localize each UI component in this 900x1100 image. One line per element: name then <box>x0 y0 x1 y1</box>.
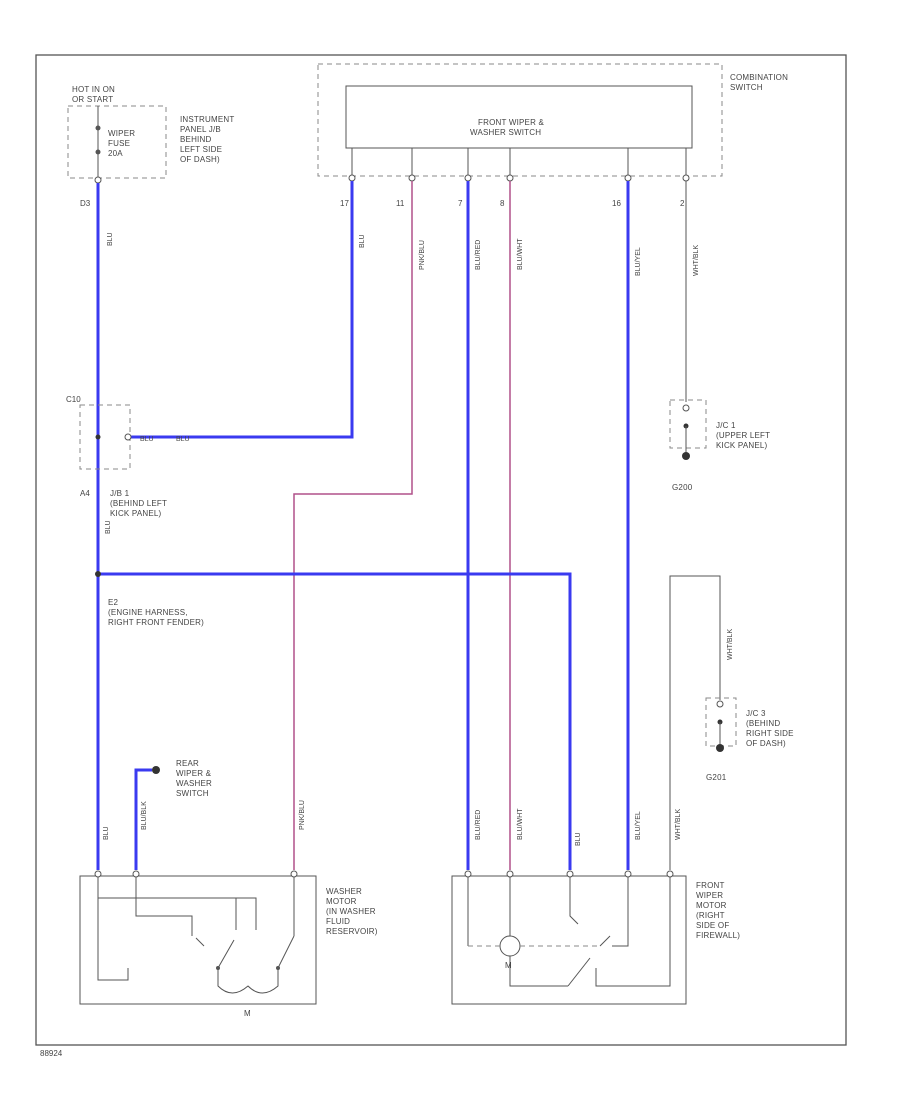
front-motor-label: FRONT <box>696 881 725 890</box>
pin-11: 11 <box>396 199 405 208</box>
wire-color-a4: BLU <box>105 520 112 534</box>
diagram-border <box>35 54 847 1046</box>
pin-7: 7 <box>458 199 463 208</box>
combination-switch-label-2: SWITCH <box>730 83 763 92</box>
front-motor-symbol: M <box>505 961 512 970</box>
fuse-label: WIPER <box>108 129 135 138</box>
wire-jc3-loop <box>669 575 721 870</box>
jc1-label-2: (UPPER LEFT <box>716 431 770 440</box>
wire-color-sw8: BLU/WHT <box>517 238 524 270</box>
ground-g200: G200 <box>672 483 693 492</box>
pin-a4: A4 <box>80 489 90 498</box>
wire-color-sw2: WHT/BLK <box>693 245 700 276</box>
wire-color-sw16: BLU/YEL <box>635 247 642 276</box>
washer-motor-label-4: FLUID <box>326 917 350 926</box>
wire-color-fm4: BLU/YEL <box>635 811 642 840</box>
pin-17: 17 <box>340 199 349 208</box>
ground-g201-symbol <box>716 744 724 752</box>
combination-switch-label: COMBINATION <box>730 73 788 82</box>
front-switch-label-2: WASHER SWITCH <box>470 128 541 137</box>
junction-jc1 <box>669 399 707 449</box>
e2-label: E2 <box>108 598 119 607</box>
front-switch-box <box>345 85 693 149</box>
junction-dot-e2 <box>95 571 101 577</box>
jc3-label-2: (BEHIND <box>746 719 780 728</box>
wire-color-sw17: BLU <box>359 234 366 248</box>
jb1-label: J/B 1 <box>110 489 130 498</box>
front-wiper-motor: M <box>451 870 687 1005</box>
wire-color-jb-blu: BLU <box>176 436 190 443</box>
front-switch-label: FRONT WIPER & <box>478 118 544 127</box>
fuse-location-label-3: BEHIND <box>180 135 211 144</box>
pin-2: 2 <box>680 199 685 208</box>
wire-color-rear: BLU/BLK <box>141 801 148 830</box>
washer-motor-label-3: (IN WASHER <box>326 907 376 916</box>
jc3-label-4: OF DASH) <box>746 739 786 748</box>
wire-color-sw11: PNK/BLU <box>419 240 426 270</box>
front-motor-label-2: WIPER <box>696 891 723 900</box>
e2-label-2: (ENGINE HARNESS, <box>108 608 188 617</box>
rear-switch-label-4: SWITCH <box>176 789 209 798</box>
hot-in-label: HOT IN ON <box>72 85 115 94</box>
jc1-label-3: KICK PANEL) <box>716 441 768 450</box>
wire-color-jb-blk: BLU <box>140 436 154 443</box>
jc3-label-3: RIGHT SIDE <box>746 729 794 738</box>
washer-motor-label-2: MOTOR <box>326 897 357 906</box>
wires <box>96 181 721 870</box>
jb1-label-3: KICK PANEL) <box>110 509 162 518</box>
fuse-location-label-4: LEFT SIDE <box>180 145 222 154</box>
wire-color-sw7: BLU/RED <box>475 240 482 270</box>
wire-color-fm3: BLU <box>575 832 582 846</box>
wire-pin17 <box>128 181 354 439</box>
pin-d3: D3 <box>80 199 91 208</box>
fuse-box <box>67 105 167 179</box>
front-motor-label-4: (RIGHT <box>696 911 725 920</box>
rear-switch-label: REAR <box>176 759 199 768</box>
rear-switch-terminal <box>152 766 160 774</box>
washer-motor: M <box>79 870 317 1018</box>
front-motor-label-3: MOTOR <box>696 901 727 910</box>
front-motor-label-5: SIDE OF <box>696 921 729 930</box>
fuse-location-label-5: OF DASH) <box>180 155 220 164</box>
fuse-location-label: INSTRUMENT <box>180 115 234 124</box>
wire-color-jc3: WHT/BLK <box>727 629 734 660</box>
ground-g200-symbol <box>682 452 690 460</box>
front-motor-label-6: FIREWALL) <box>696 931 740 940</box>
wire-color-fm5: WHT/BLK <box>675 809 682 840</box>
junction-block-jb1 <box>79 404 131 470</box>
ground-g201: G201 <box>706 773 727 782</box>
wire-color-wm1: BLU <box>103 826 110 840</box>
rear-switch-label-2: WIPER & <box>176 769 212 778</box>
wire-color-fm1: BLU/RED <box>475 810 482 840</box>
pin-8: 8 <box>500 199 505 208</box>
figure-id: 88924 <box>40 1049 63 1058</box>
washer-motor-symbol: M <box>244 1009 251 1018</box>
fuse-location-label-2: PANEL J/B <box>180 125 221 134</box>
jc3-label: J/C 3 <box>746 709 766 718</box>
e2-label-3: RIGHT FRONT FENDER) <box>108 618 204 627</box>
wire-horizontal-e2 <box>98 572 572 870</box>
hot-in-label-2: OR START <box>72 95 113 104</box>
washer-motor-label: WASHER <box>326 887 362 896</box>
pin-16: 16 <box>612 199 621 208</box>
switch-pins <box>348 148 690 182</box>
wire-color-wm2: PNK/BLU <box>299 800 306 830</box>
fuse-label-2: FUSE <box>108 139 130 148</box>
wire-pin11 <box>293 181 413 870</box>
rear-switch-label-3: WASHER <box>176 779 212 788</box>
wire-color-fm2: BLU/WHT <box>517 808 524 840</box>
combination-switch-box <box>317 63 723 177</box>
jb1-label-2: (BEHIND LEFT <box>110 499 167 508</box>
wire-rear-switch <box>134 768 152 870</box>
fuse-label-3: 20A <box>108 149 123 158</box>
jc1-label: J/C 1 <box>716 421 736 430</box>
pin-c10: C10 <box>66 395 81 404</box>
wire-color-fuse: BLU <box>107 232 114 246</box>
washer-motor-label-5: RESERVOIR) <box>326 927 378 936</box>
